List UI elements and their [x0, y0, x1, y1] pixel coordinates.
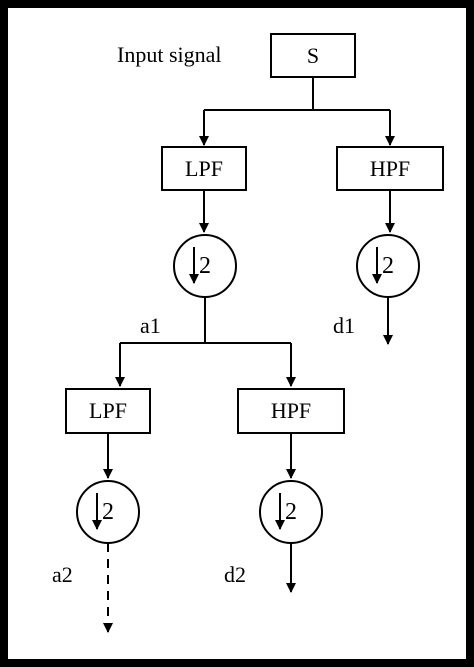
label-d1: d1: [333, 313, 355, 338]
label-a1: a1: [140, 313, 161, 338]
label-d2: d2: [224, 562, 246, 587]
hpf-box-level2: HPF: [237, 388, 345, 434]
lpf-box-level2: LPF: [65, 388, 151, 434]
downsample-factor-d1: 2: [382, 253, 394, 279]
downsample-factor-a1: 2: [199, 253, 211, 279]
hpf-box-level1: HPF: [336, 146, 444, 191]
downsample-factor-d2: 2: [285, 499, 297, 525]
input-signal-label: Input signal: [117, 42, 222, 67]
downsample-factor-a2: 2: [102, 499, 114, 525]
source-box: S: [270, 33, 356, 78]
lpf-box-level1: LPF: [161, 146, 247, 191]
label-a2: a2: [52, 562, 73, 587]
